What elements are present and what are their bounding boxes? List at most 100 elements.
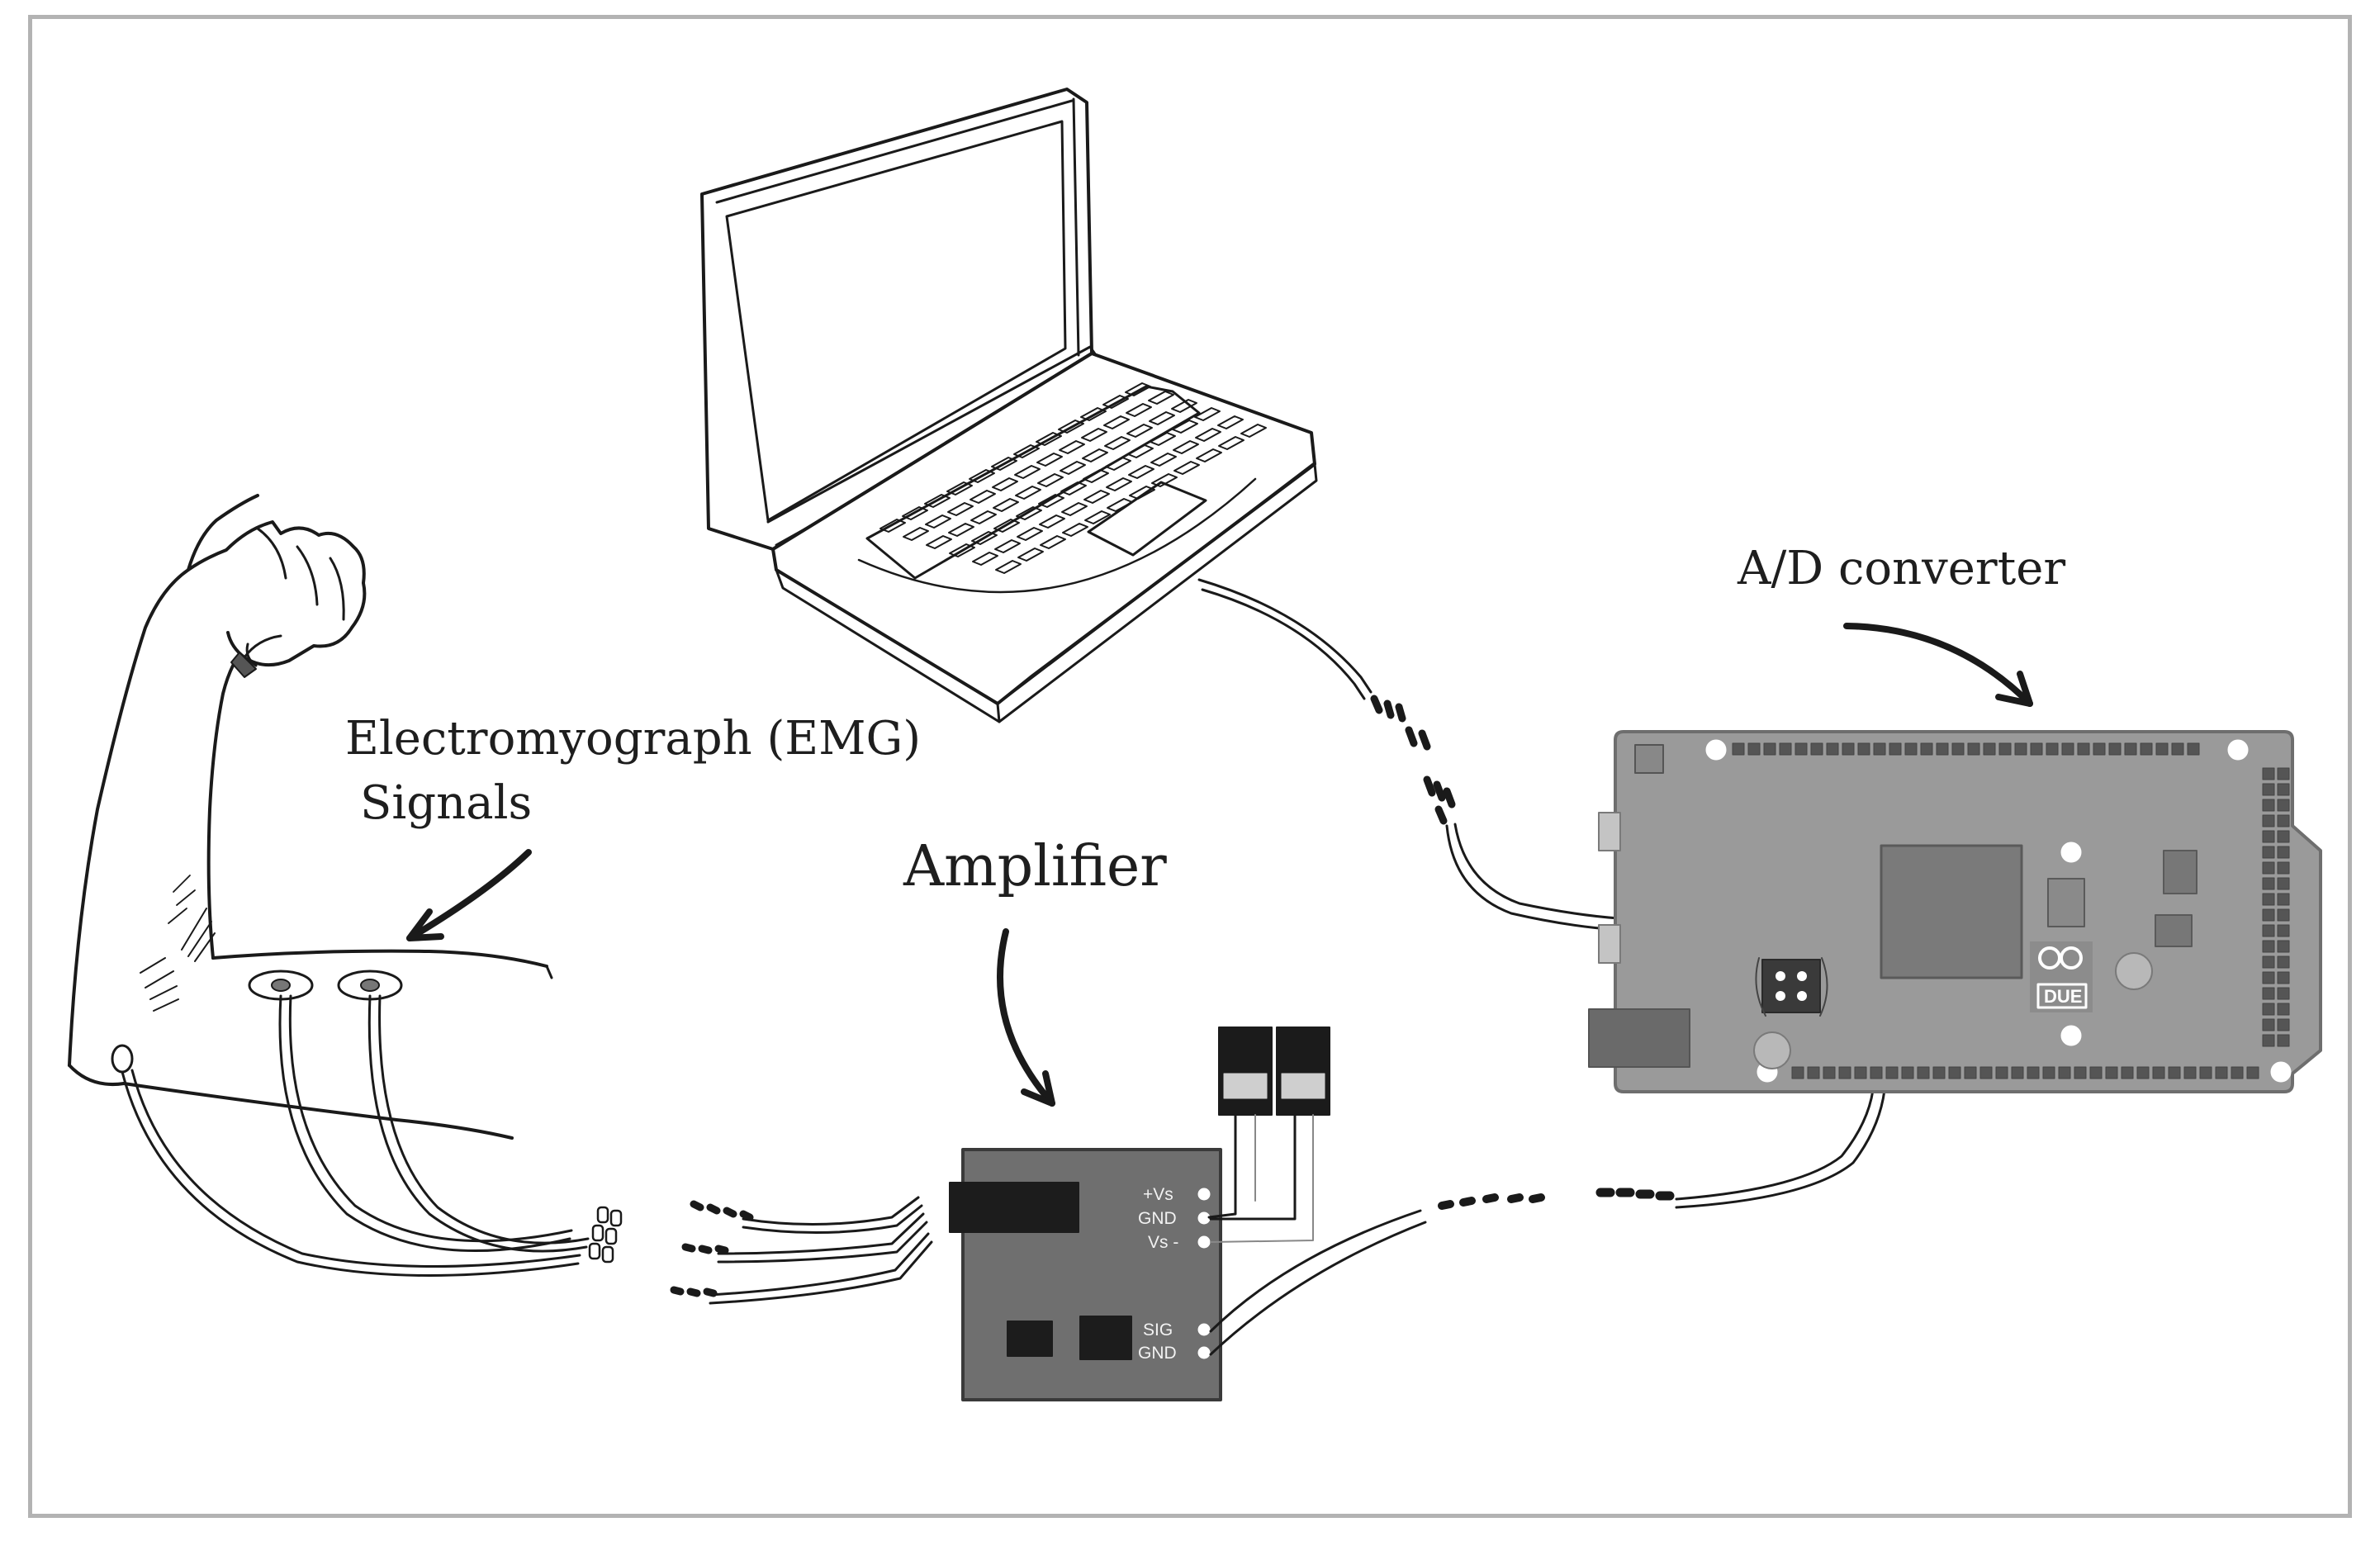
header-pin	[2262, 971, 2275, 984]
header-pin	[1901, 1066, 1914, 1079]
header-pin	[2277, 1003, 2290, 1016]
header-pin	[2262, 987, 2275, 1000]
header-pin	[1870, 1066, 1883, 1079]
laptop-illustration	[700, 88, 1318, 723]
keyboard-key	[1082, 448, 1108, 462]
arduino-model-label: DUE	[2044, 986, 2083, 1007]
keyboard-key	[1172, 420, 1198, 434]
keyboard-key	[1173, 461, 1200, 475]
header-pin	[1763, 742, 1776, 756]
keyboard-key	[993, 519, 1020, 533]
laptop-keyboard	[879, 382, 1267, 574]
keyboard-key	[947, 502, 974, 516]
keyboard-key	[1037, 473, 1064, 487]
header-pin	[1995, 1066, 2008, 1079]
keyboard-key	[972, 552, 998, 566]
header-pin	[1732, 742, 1745, 756]
lead-connectors	[588, 1206, 623, 1264]
header-pin	[2246, 1066, 2259, 1079]
keyboard-key	[1105, 457, 1131, 471]
header-pin	[2277, 1018, 2290, 1031]
amplifier-arrow	[997, 928, 1055, 1107]
keyboard-key	[970, 510, 997, 524]
header-pin	[1838, 1066, 1851, 1079]
keyboard-key	[1036, 453, 1063, 467]
header-pin	[1904, 742, 1918, 756]
keyboard-key	[1081, 428, 1107, 442]
keyboard-key	[1017, 548, 1044, 562]
keyboard-key	[1125, 382, 1151, 396]
header-pin	[1932, 1066, 1946, 1079]
pin-label-gnd-top: GND	[1138, 1209, 1177, 1228]
header-pin	[2058, 1066, 2071, 1079]
pin-label-vs-minus: Vs -	[1148, 1233, 1179, 1252]
header-pin	[1794, 742, 1808, 756]
header-pin	[1936, 742, 1949, 756]
header-pin	[2277, 877, 2290, 890]
header-pin	[2277, 846, 2290, 859]
header-pin	[2262, 861, 2275, 875]
keyboard-key	[1129, 486, 1155, 500]
header-pin	[1951, 742, 1965, 756]
header-pin	[2152, 1066, 2165, 1079]
keyboard-key	[1104, 436, 1131, 450]
keyboard-key	[1217, 415, 1244, 429]
header-pin	[2140, 742, 2153, 756]
header-pin	[2277, 783, 2290, 796]
keyboard-key	[1196, 448, 1222, 462]
header-pin	[2046, 742, 2059, 756]
header-pin	[2262, 783, 2275, 796]
amplifier-label: Amplifier	[903, 834, 1167, 899]
header-pin	[2171, 742, 2184, 756]
keyboard-key	[1060, 461, 1086, 475]
input-connector	[949, 1182, 1079, 1233]
header-pin	[2262, 877, 2275, 890]
keyboard-key	[1103, 415, 1130, 429]
header-pin	[1873, 742, 1886, 756]
electrodes	[111, 970, 403, 1074]
header-pin	[1983, 742, 1996, 756]
header-pin	[2277, 767, 2290, 780]
header-pin	[2262, 1034, 2275, 1047]
keyboard-key	[1083, 490, 1110, 504]
header-pin	[2093, 742, 2106, 756]
header-pin	[2277, 987, 2290, 1000]
keyboard-key	[879, 519, 906, 533]
keyboard-key	[1126, 403, 1152, 417]
keyboard-key	[1149, 411, 1175, 425]
header-pin	[1807, 1066, 1820, 1079]
keyboard-key	[1040, 535, 1066, 549]
pin-label-sig: SIG	[1143, 1321, 1173, 1339]
keyboard-key	[1106, 477, 1132, 491]
keyboard-key	[1148, 391, 1174, 405]
header-pin	[1810, 742, 1823, 756]
header-pin	[2014, 742, 2027, 756]
chip-2	[1079, 1316, 1132, 1360]
header-pin	[1842, 742, 1855, 756]
keyboard-key	[949, 543, 975, 557]
keyboard-key	[1015, 486, 1041, 500]
keyboard-key	[969, 469, 995, 483]
keyboard-key	[924, 494, 951, 508]
keyboard-key	[1060, 481, 1087, 495]
keyboard-key	[1038, 494, 1064, 508]
arm-illustration	[68, 494, 553, 1140]
header-pin	[2231, 1066, 2244, 1079]
keyboard-key	[948, 523, 974, 537]
header-pin	[2262, 846, 2275, 859]
keyboard-key	[1126, 424, 1153, 438]
header-pin	[1964, 1066, 1977, 1079]
header-pin	[2262, 955, 2275, 969]
keyboard-key	[993, 498, 1019, 512]
header-pin	[2089, 1066, 2103, 1079]
adc-label: A/D converter	[1738, 542, 2066, 595]
keyboard-key	[1150, 453, 1177, 467]
header-pin	[2262, 908, 2275, 922]
keyboard-key	[992, 477, 1018, 491]
keyboard-key	[1084, 510, 1111, 524]
keyboard-key	[1058, 420, 1084, 434]
header-pin	[2277, 908, 2290, 922]
header-pin	[1747, 742, 1761, 756]
header-pin	[2077, 742, 2090, 756]
